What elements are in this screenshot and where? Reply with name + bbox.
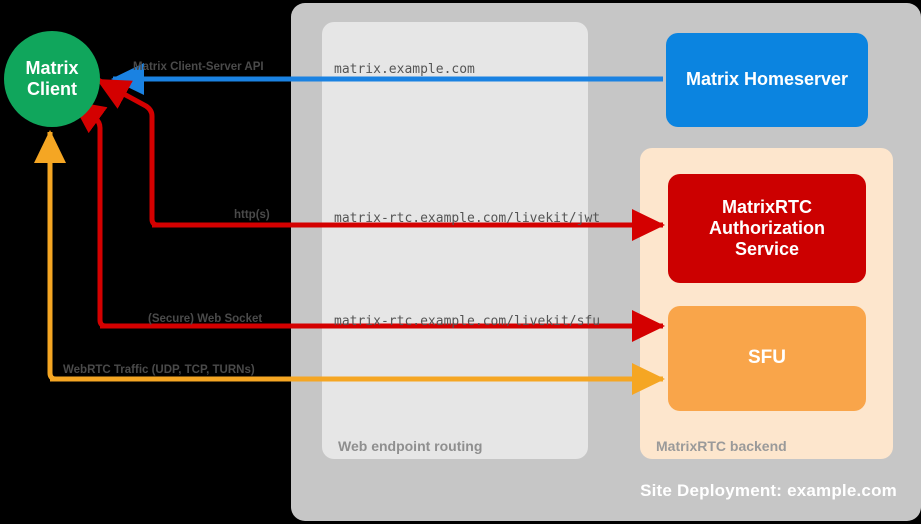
authorization-service-label-line2: Authorization bbox=[709, 217, 825, 238]
matrix-client-label-line2: Client bbox=[26, 79, 77, 99]
node-matrix-client[interactable]: Matrix Client bbox=[4, 31, 100, 127]
matrixrtc-backend-label: MatrixRTC backend bbox=[656, 438, 787, 454]
matrix-client-label-line1: Matrix bbox=[25, 58, 79, 79]
endpoint-livekit-sfu: matrix-rtc.example.com/livekit/sfu bbox=[334, 314, 601, 329]
endpoint-livekit-jwt: matrix-rtc.example.com/livekit/jwt bbox=[334, 211, 601, 226]
matrix-homeserver-label: Matrix Homeserver bbox=[685, 69, 849, 90]
label-secure-web-socket: (Secure) Web Socket bbox=[148, 313, 263, 325]
node-matrix-homeserver[interactable]: Matrix Homeserver bbox=[666, 33, 868, 127]
node-authorization-service[interactable]: MatrixRTC Authorization Service bbox=[668, 174, 866, 283]
label-http-s: http(s) bbox=[234, 209, 270, 221]
wire-livekit-jwt bbox=[96, 77, 666, 241]
web-endpoint-routing-label: Web endpoint routing bbox=[338, 438, 483, 454]
web-endpoint-routing-container bbox=[322, 22, 588, 459]
node-sfu[interactable]: SFU bbox=[668, 306, 866, 411]
authorization-service-label-line3: Service bbox=[734, 239, 800, 260]
sfu-label: SFU bbox=[748, 347, 786, 369]
label-matrix-client-server-api: Matrix Client-Server API bbox=[133, 61, 264, 73]
wire-webrtc-media bbox=[34, 129, 666, 395]
endpoint-matrix-example-com: matrix.example.com bbox=[334, 62, 475, 77]
authorization-service-label-line1: MatrixRTC bbox=[721, 196, 812, 217]
wire-livekit-sfu-websocket bbox=[71, 99, 666, 342]
label-webrtc-traffic: WebRTC Traffic (UDP, TCP, TURNs) bbox=[63, 364, 255, 376]
site-deployment-label: Site Deployment: example.com bbox=[640, 481, 897, 500]
